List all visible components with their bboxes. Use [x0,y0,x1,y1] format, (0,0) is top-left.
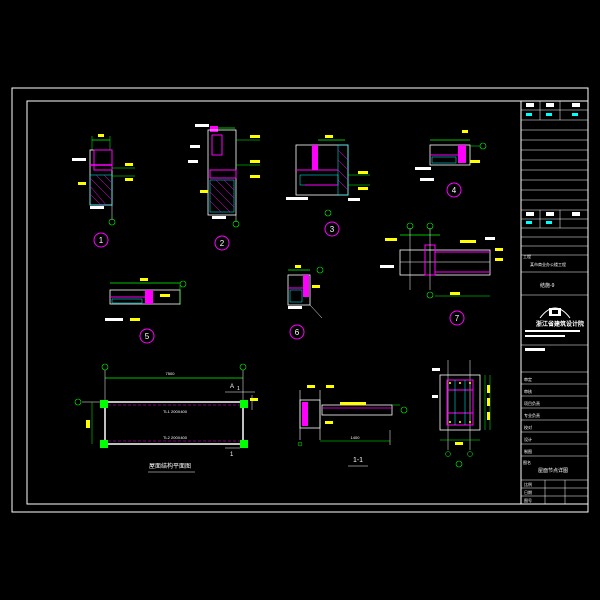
title-row-4: 校对 [524,424,532,430]
outer-frame [11,87,589,513]
column-detail [432,360,491,468]
svg-text:图名: 图名 [523,459,531,465]
plan-axis-a: A [230,384,234,390]
svg-text:工程: 工程 [523,253,531,259]
detail-marker-3: 3 [330,225,335,234]
detail-4: 4 [415,130,487,198]
title-bottom-2: 图号 [524,497,532,503]
detail-marker-4: 4 [452,186,457,195]
title-row-6: 制图 [524,448,532,454]
detail-marker-1: 1 [99,236,104,245]
detail-marker-5: 5 [145,332,150,341]
detail-marker-2: 2 [220,239,225,248]
detail-1: 1 [72,134,135,248]
plan-beam-top: TL1 200X400 [163,409,188,414]
detail-6: 6 [287,265,324,340]
title-row-1: 审核 [524,388,532,394]
plan-beam-bottom: TL2 200X400 [163,435,188,440]
company-logo-icon [539,307,571,319]
section-1-1: 1400 1-1 [297,385,408,467]
title-row-2: 项目负责 [524,400,540,406]
detail-marker-7: 7 [455,314,460,323]
detail-5: 5 [105,278,187,344]
roof-plan: 7500 TL1 200X400 TL2 200X400 A 1 1 屋面结构平… [74,363,258,473]
title-bottom-1: 日期 [524,489,532,495]
title-company: 浙江省建筑设计院 [536,320,584,328]
detail-3: 3 [286,135,370,237]
title-row-0: 审定 [524,376,532,382]
title-row-5: 设计 [524,436,532,442]
plan-axis-1: 1 [237,386,240,392]
title-bottom-0: 比例 [524,481,532,487]
section-title: 1-1 [353,457,363,464]
detail-marker-6: 6 [295,328,300,337]
title-block: 某市商业办公楼工程 工程 结施-9 浙江省建筑设计院 审定 审核 项目负责 专业… [520,100,589,505]
title-project: 某市商业办公楼工程 [530,261,566,267]
title-drawing-name: 屋面节点详图 [538,467,568,474]
detail-2: 2 [188,124,260,251]
title-row-3: 专业负责 [524,412,540,418]
title-drawing-no: 结施-9 [540,282,555,289]
detail-7: 7 [380,222,503,326]
plan-axis-b: 1 [230,452,234,458]
plan-title: 屋面结构平面图 [149,462,191,470]
plan-dim-top: 7500 [166,371,176,376]
section-dim: 1400 [351,435,361,440]
